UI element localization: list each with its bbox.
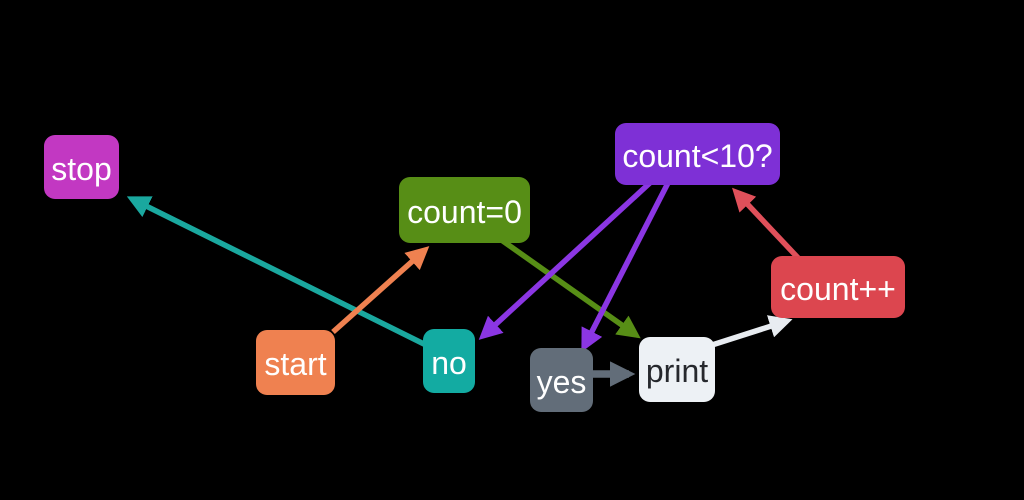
edge-condition-to-no — [478, 178, 654, 340]
edge-no-to-stop — [126, 196, 438, 353]
node-no[interactable]: no — [423, 329, 475, 393]
edge-print-to-increment — [711, 315, 793, 348]
node-stop[interactable]: stop — [44, 135, 119, 199]
edge-condition-to-yes — [581, 179, 672, 353]
edge-start-to-count-init — [331, 246, 430, 335]
edge-count-init-to-print — [498, 236, 641, 339]
node-yes[interactable]: yes — [530, 348, 593, 412]
node-increment[interactable]: count++ — [771, 256, 905, 318]
node-count-init[interactable]: count=0 — [399, 177, 530, 243]
node-start[interactable]: start — [256, 330, 335, 395]
node-condition[interactable]: count<10? — [615, 123, 780, 185]
edge-increment-to-condition — [732, 187, 804, 263]
node-print[interactable]: print — [639, 337, 715, 402]
